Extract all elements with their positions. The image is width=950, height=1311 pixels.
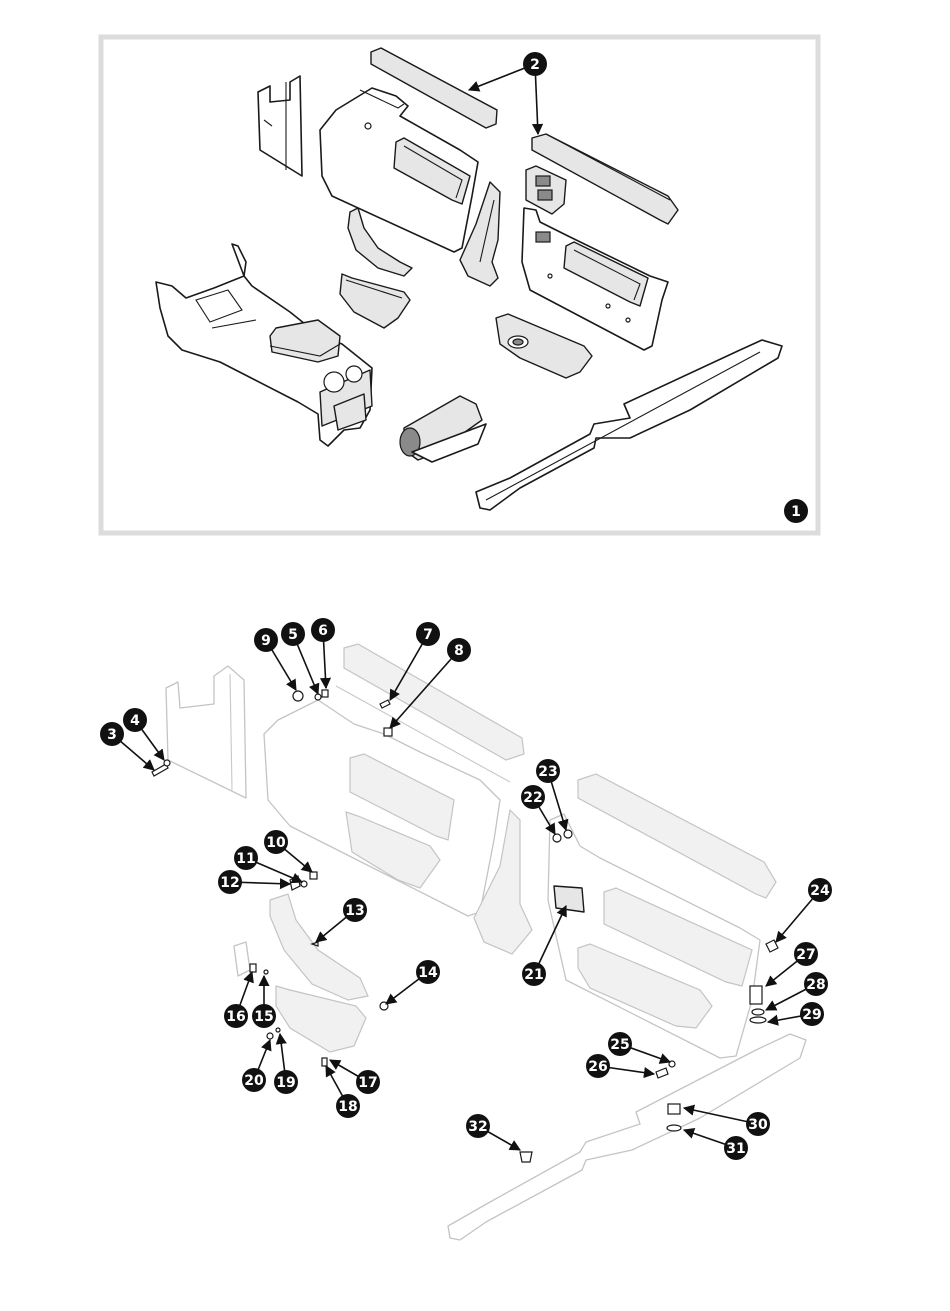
svg-text:27: 27 <box>796 947 815 963</box>
callout-25: 25 <box>608 1032 632 1056</box>
callout-9: 9 <box>254 628 278 652</box>
callout-30: 30 <box>746 1112 770 1136</box>
svg-text:32: 32 <box>468 1119 487 1135</box>
callout-17: 17 <box>356 1070 380 1094</box>
svg-text:15: 15 <box>254 1009 273 1025</box>
callout-19: 19 <box>274 1070 298 1094</box>
svg-text:10: 10 <box>266 835 286 851</box>
callout-21: 21 <box>522 962 546 986</box>
svg-text:25: 25 <box>610 1037 629 1053</box>
callout-12: 12 <box>218 870 242 894</box>
callout-5: 5 <box>281 622 305 646</box>
svg-text:1: 1 <box>791 504 801 520</box>
callout-16: 16 <box>224 1004 248 1028</box>
svg-text:4: 4 <box>130 713 140 729</box>
callout-3: 3 <box>100 722 124 746</box>
svg-text:19: 19 <box>276 1075 295 1091</box>
callout-32: 32 <box>466 1114 490 1138</box>
svg-text:3: 3 <box>107 727 117 743</box>
svg-text:30: 30 <box>748 1117 768 1133</box>
callout-18: 18 <box>336 1094 360 1118</box>
callout-29: 29 <box>800 1002 824 1026</box>
svg-text:8: 8 <box>454 643 464 659</box>
callout-15: 15 <box>252 1004 276 1028</box>
svg-text:9: 9 <box>261 633 271 649</box>
callout-31: 31 <box>724 1136 748 1160</box>
svg-text:24: 24 <box>810 883 830 899</box>
svg-text:16: 16 <box>226 1009 245 1025</box>
svg-text:12: 12 <box>220 875 239 891</box>
callout-22: 22 <box>521 785 545 809</box>
svg-text:11: 11 <box>236 851 255 867</box>
svg-text:7: 7 <box>423 627 433 643</box>
svg-text:23: 23 <box>538 764 557 780</box>
callout-1: 1 <box>784 499 808 523</box>
callout-20: 20 <box>242 1068 266 1092</box>
callout-2: 2 <box>523 52 547 76</box>
kit-frame <box>98 34 821 536</box>
svg-text:20: 20 <box>244 1073 264 1089</box>
callout-8: 8 <box>447 638 471 662</box>
exploded-illustration <box>151 643 807 1241</box>
callout-24: 24 <box>808 878 832 902</box>
svg-text:13: 13 <box>345 903 364 919</box>
callout-10: 10 <box>264 830 288 854</box>
callout-27: 27 <box>794 942 818 966</box>
callout-28: 28 <box>804 972 828 996</box>
svg-text:5: 5 <box>288 627 298 643</box>
callout-7: 7 <box>416 622 440 646</box>
svg-text:17: 17 <box>358 1075 377 1091</box>
callout-14: 14 <box>416 960 440 984</box>
svg-text:26: 26 <box>588 1059 607 1075</box>
callout-6: 6 <box>311 618 335 642</box>
kit-illustration <box>155 47 783 511</box>
svg-text:28: 28 <box>806 977 825 993</box>
callout-4: 4 <box>123 708 147 732</box>
svg-text:22: 22 <box>523 790 542 806</box>
svg-text:29: 29 <box>802 1007 821 1023</box>
svg-text:14: 14 <box>418 965 438 981</box>
callout-badges: 1 2 3 4 5 6 7 8 9 10 11 12 13 14 15 16 1… <box>100 52 832 1160</box>
callout-23: 23 <box>536 759 560 783</box>
svg-text:31: 31 <box>726 1141 745 1157</box>
callout-13: 13 <box>343 898 367 922</box>
svg-text:18: 18 <box>338 1099 357 1115</box>
callout-11: 11 <box>234 846 258 870</box>
svg-text:21: 21 <box>524 967 543 983</box>
callout-26: 26 <box>586 1054 610 1078</box>
svg-text:2: 2 <box>530 57 540 73</box>
svg-text:6: 6 <box>318 623 328 639</box>
